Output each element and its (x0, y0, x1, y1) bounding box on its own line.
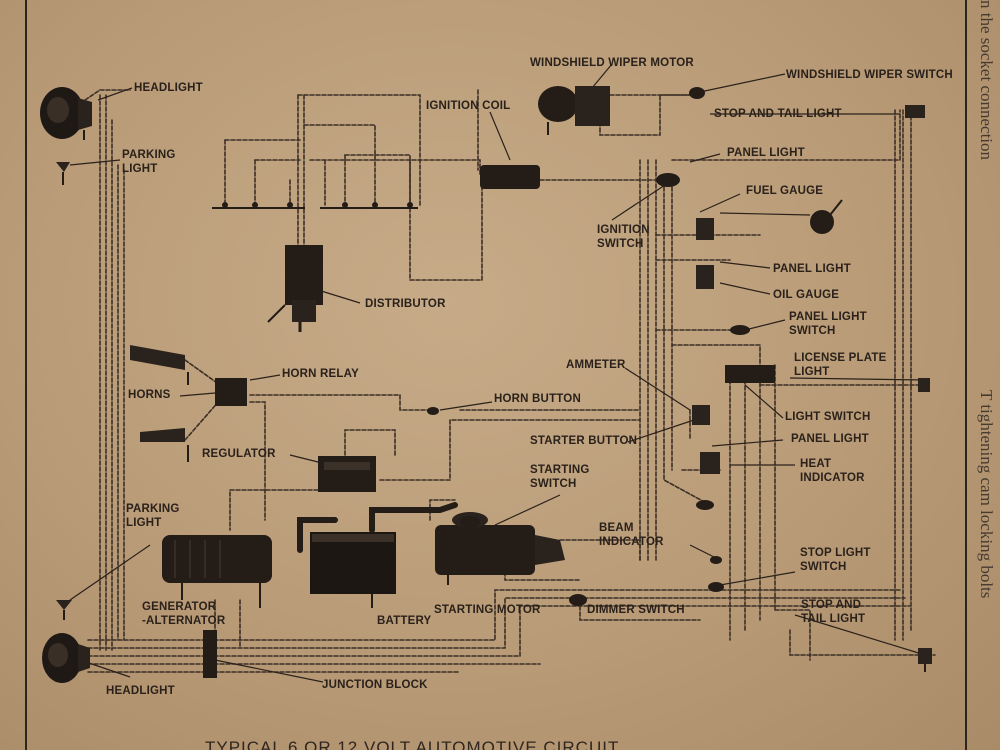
heat-indicator-icon (700, 452, 720, 474)
spark-plugs-icon (212, 202, 418, 209)
light-switch-icon (725, 365, 775, 383)
regulator-icon (318, 456, 376, 492)
label-horns: HORNS (128, 389, 171, 401)
label-headlight-top: HEADLIGHT (134, 82, 203, 94)
label-oil-gauge: OIL GAUGE (773, 289, 840, 301)
windshield-wiper-motor-icon (538, 86, 610, 135)
dimmer-switch-icon (569, 594, 587, 606)
side-text-right: T tightening cam locking bolts (977, 390, 996, 599)
label-ignition-switch: IGNITION SWITCH (597, 224, 650, 250)
label-fuel-gauge: FUEL GAUGE (746, 185, 824, 197)
parking-light-top-icon (56, 162, 70, 185)
label-panel-light-3: PANEL LIGHT (791, 433, 869, 445)
label-generator-alternator: GENERATOR -ALTERNATOR (142, 601, 226, 627)
stop-tail-light-bottom-icon (918, 648, 932, 672)
label-junction-block: JUNCTION BLOCK (322, 679, 428, 691)
label-panel-light-switch: PANEL LIGHT SWITCH (789, 311, 867, 337)
label-beam-indicator: BEAM INDICATOR (599, 522, 664, 548)
label-panel-light-1: PANEL LIGHT (727, 147, 805, 159)
leader-lines (69, 63, 926, 683)
horn-relay-icon (215, 378, 247, 406)
stop-tail-light-top-icon (905, 105, 925, 118)
label-starting-motor: STARTING MOTOR (434, 604, 541, 616)
starter-button-icon (696, 500, 714, 510)
label-parking-light-bottom: PARKING LIGHT (126, 503, 180, 529)
label-horn-button: HORN BUTTON (494, 393, 581, 405)
label-stop-tail-light-bottom: STOP AND TAIL LIGHT (801, 599, 866, 625)
ammeter-icon (692, 405, 710, 425)
beam-indicator-icon (710, 556, 722, 564)
parking-light-bottom-icon (56, 600, 72, 620)
battery-cables (297, 502, 458, 553)
generator-alternator-icon (162, 535, 272, 608)
label-stop-tail-light-top: STOP AND TAIL LIGHT (714, 108, 842, 120)
label-starting-switch: STARTING SWITCH (530, 464, 590, 490)
distributor-icon (267, 245, 323, 332)
label-light-switch: LIGHT SWITCH (785, 411, 871, 423)
label-regulator: REGULATOR (202, 448, 276, 460)
side-text-top: n the socket connection (977, 0, 996, 161)
battery-icon (310, 532, 396, 608)
headlight-top-icon (40, 87, 92, 140)
fuel-gauge-icon (696, 199, 843, 240)
label-starter-button: STARTER BUTTON (530, 435, 638, 447)
label-battery: BATTERY (377, 615, 432, 627)
label-panel-light-2: PANEL LIGHT (773, 263, 851, 275)
label-stop-light-switch: STOP LIGHT SWITCH (800, 547, 871, 573)
label-license-plate-light: LICENSE PLATE LIGHT (794, 352, 887, 378)
windshield-wiper-switch-icon (689, 87, 705, 99)
horn-button-icon (427, 407, 439, 415)
horns-icon (130, 345, 189, 462)
label-parking-light-top: PARKING LIGHT (122, 149, 176, 175)
headlight-bottom-icon (42, 633, 90, 683)
junction-block-icon (203, 630, 217, 678)
label-ignition-coil: IGNITION COIL (426, 100, 511, 112)
label-dimmer-switch: DIMMER SWITCH (587, 604, 685, 616)
license-plate-light-icon (918, 378, 930, 392)
diagram-caption: TYPICAL 6 OR 12 VOLT AUTOMOTIVE CIRCUIT (205, 738, 620, 750)
label-horn-relay: HORN RELAY (282, 368, 359, 380)
ignition-coil-icon (480, 165, 540, 189)
label-headlight-bottom: HEADLIGHT (106, 685, 175, 697)
oil-gauge-icon (696, 265, 714, 289)
label-ammeter: AMMETER (566, 359, 626, 371)
ignition-switch-icon (656, 173, 680, 187)
stop-light-switch-icon (708, 582, 724, 592)
panel-light-switch-icon (730, 325, 750, 335)
label-windshield-wiper-motor: WINDSHIELD WIPER MOTOR (530, 57, 694, 69)
label-distributor: DISTRIBUTOR (365, 298, 446, 310)
starting-switch-icon (460, 516, 480, 528)
label-windshield-wiper-switch: WINDSHIELD WIPER SWITCH (786, 69, 953, 81)
label-heat-indicator: HEAT INDICATOR (800, 458, 865, 484)
